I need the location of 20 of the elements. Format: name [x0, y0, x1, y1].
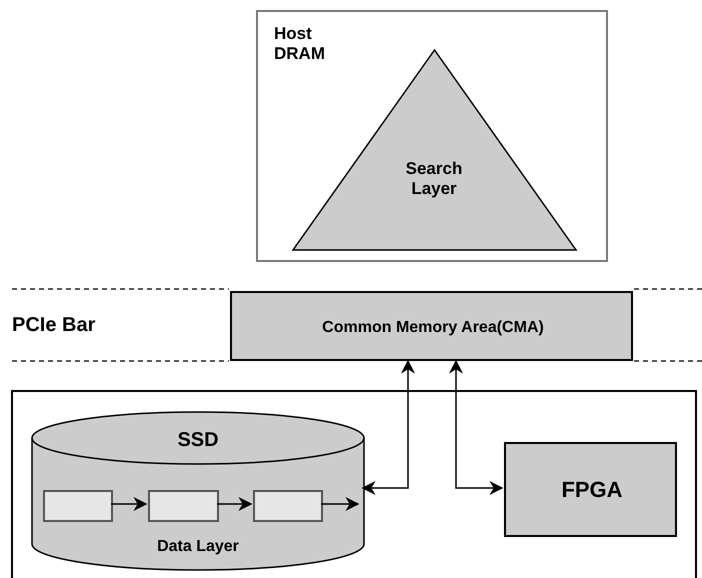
node-label: Search Layer — [404, 159, 464, 200]
arrow — [111, 497, 148, 511]
memory-area-box — [230, 291, 633, 361]
host-memory-box — [256, 10, 608, 262]
accelerator-box — [504, 442, 677, 537]
arrow — [321, 497, 360, 511]
band-label: PCIe Bar — [12, 313, 96, 337]
node-label: FPGA — [561, 477, 623, 504]
data-block — [253, 490, 323, 522]
data-block — [43, 490, 113, 522]
node-label: Host DRAM — [274, 24, 326, 65]
data-block — [148, 490, 219, 522]
node-label: Common Memory Area(CMA) — [322, 318, 544, 338]
arrow — [449, 360, 504, 495]
storage-cylinder — [31, 412, 365, 570]
arrow — [362, 360, 415, 495]
device-box — [11, 390, 697, 578]
arrow — [217, 497, 252, 511]
node-label: Data Layer — [157, 537, 239, 556]
node-label: SSD — [177, 428, 219, 452]
